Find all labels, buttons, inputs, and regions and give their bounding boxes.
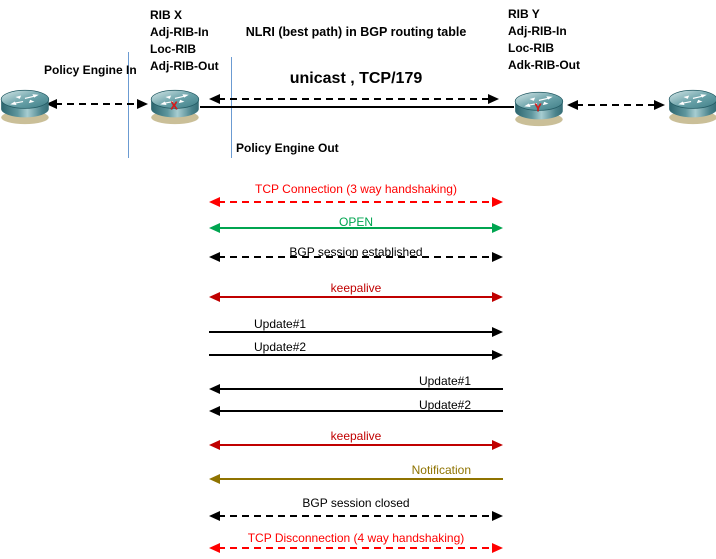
message-label: BGP session closed	[302, 496, 410, 510]
policy-engine-in-label: Policy Engine In	[44, 63, 137, 77]
router-x-icon: X	[147, 86, 201, 126]
message-label: Update#2	[254, 340, 307, 354]
rib-x-line: Loc-RIB	[150, 42, 196, 56]
message-arrow	[209, 350, 503, 360]
transport-caption: unicast , TCP/179	[289, 70, 423, 87]
router-y-label: Y	[534, 102, 542, 114]
link-line-xy-physical	[200, 106, 514, 108]
message-label: keepalive	[330, 429, 382, 443]
rib-x-line: Adj-RIB-Out	[150, 59, 219, 73]
rib-x-title: RIB X	[150, 8, 183, 22]
message-arrow	[209, 327, 503, 337]
router-y-icon: Y	[511, 88, 565, 128]
rib-y-block: RIB Y Adj-RIB-In Loc-RIB Adk-RIB-Out	[508, 6, 580, 74]
rib-x-block: RIB X Adj-RIB-In Loc-RIB Adj-RIB-Out	[150, 7, 219, 75]
message-label: Update#2	[418, 398, 471, 412]
router-far-left-icon	[0, 86, 51, 126]
message-arrow	[209, 384, 503, 394]
message-label: TCP Connection (3 way handshaking)	[255, 182, 457, 196]
message-arrow	[209, 252, 503, 262]
router-x-label: X	[170, 100, 178, 112]
rib-y-title: RIB Y	[508, 7, 540, 21]
router-icon	[150, 89, 200, 125]
message-label: keepalive	[330, 281, 382, 295]
rib-y-line: Adk-RIB-Out	[508, 58, 580, 72]
message-label: Update#1	[254, 317, 307, 331]
message-arrow	[209, 440, 503, 450]
router-icon	[514, 91, 564, 127]
message-label: Update#1	[418, 374, 471, 388]
rib-y-line: Adj-RIB-In	[508, 24, 567, 38]
router-far-right-icon	[665, 86, 716, 126]
policy-boundary-line-left	[128, 52, 129, 158]
message-arrow	[209, 474, 503, 484]
message-label: OPEN	[338, 215, 373, 229]
message-arrow	[209, 223, 503, 233]
message-label: BGP session established	[289, 245, 423, 259]
link-arrow-xy-session	[209, 94, 499, 104]
message-arrow	[209, 197, 503, 207]
nlri-caption: NLRI (best path) in BGP routing table	[245, 25, 467, 39]
link-arrow-left-peer	[46, 99, 148, 109]
message-arrow	[209, 406, 503, 416]
router-icon	[668, 89, 716, 125]
message-label: TCP Disconnection (4 way handshaking)	[247, 531, 465, 545]
link-arrow-right-peer	[567, 100, 665, 110]
message-label: Notification	[411, 463, 471, 477]
message-arrow	[209, 292, 503, 302]
rib-y-line: Loc-RIB	[508, 41, 554, 55]
router-icon	[0, 89, 50, 125]
message-arrow	[209, 543, 503, 553]
rib-x-line: Adj-RIB-In	[150, 25, 209, 39]
policy-engine-out-label: Policy Engine Out	[236, 141, 339, 155]
message-arrow	[209, 511, 503, 521]
